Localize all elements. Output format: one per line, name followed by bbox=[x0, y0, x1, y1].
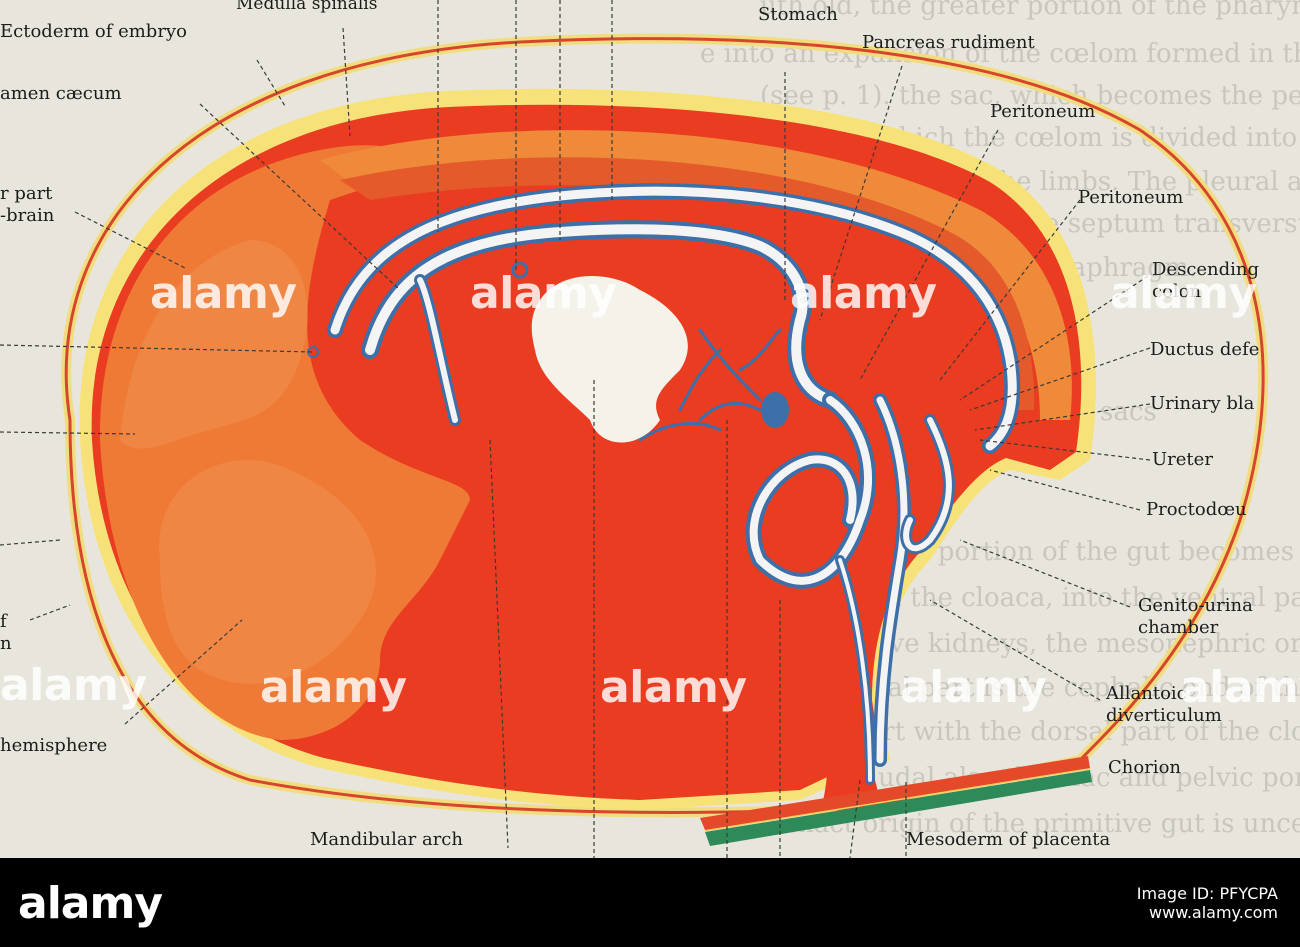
label-urinary-bladder: Urinary bla bbox=[1150, 393, 1255, 414]
chorion-envelope bbox=[61, 33, 1269, 818]
label-proctodaeum: Proctodœu bbox=[1146, 499, 1247, 520]
watermark: alamy bbox=[790, 268, 937, 319]
label-mandibular-arch: Mandibular arch bbox=[310, 829, 463, 850]
label-allantoic-2: diverticulum bbox=[1106, 705, 1222, 726]
watermark: alamy bbox=[150, 268, 297, 319]
label-cerebral-hemisphere-part2: n bbox=[0, 633, 12, 654]
site-url: www.alamy.com bbox=[1149, 903, 1278, 922]
label-genito-urinary-1: Genito-urina bbox=[1138, 595, 1253, 616]
watermark: alamy bbox=[1110, 268, 1257, 319]
svg-text:sacs: sacs bbox=[1100, 397, 1157, 427]
embryo-body bbox=[79, 88, 1096, 812]
label-pancreas-rudiment: Pancreas rudiment bbox=[862, 32, 1035, 53]
label-genito-urinary-2: chamber bbox=[1138, 617, 1219, 638]
gut-tube bbox=[307, 183, 1021, 785]
label-hind-brain-part: r part bbox=[0, 183, 53, 204]
watermark: alamy bbox=[470, 268, 617, 319]
label-peritoneum-2: Peritoneum bbox=[1078, 187, 1184, 208]
label-peritoneum-1: Peritoneum bbox=[990, 101, 1096, 122]
footer-bar: alamy Image ID: PFYCPA www.alamy.com bbox=[0, 858, 1300, 947]
label-ductus-deferens: Ductus defe bbox=[1150, 339, 1260, 360]
label-descending-colon-2: colon bbox=[1152, 281, 1202, 302]
label-stomach: Stomach bbox=[758, 4, 838, 25]
label-allantoic-1: Allantoic bbox=[1106, 683, 1187, 704]
label-descending-colon-1: Descending bbox=[1152, 259, 1260, 280]
label-ureter: Ureter bbox=[1152, 449, 1213, 470]
illustration-plate: uth old, the greater portion of the phar… bbox=[0, 0, 1300, 858]
placenta bbox=[700, 756, 1092, 846]
label-medulla-spinalis: Medulla spinalis bbox=[236, 0, 378, 14]
footer-logo: alamy bbox=[18, 878, 163, 929]
watermark: alamy bbox=[0, 660, 147, 711]
image-id: Image ID: PFYCPA bbox=[1136, 884, 1278, 903]
label-foramen-caecum: amen cæcum bbox=[0, 83, 122, 104]
label-ectoderm-of-embryo: Ectoderm of embryo bbox=[0, 21, 187, 42]
leader-lines bbox=[0, 0, 1151, 858]
label-hind-brain: -brain bbox=[0, 205, 55, 226]
watermark: alamy bbox=[260, 662, 407, 713]
label-mesoderm-of-placenta: Mesoderm of placenta bbox=[906, 829, 1111, 850]
embryo-sagittal-diagram bbox=[0, 0, 1269, 858]
watermark: alamy bbox=[600, 662, 747, 713]
footer-info: Image ID: PFYCPA www.alamy.com bbox=[1137, 884, 1278, 922]
label-hemisphere: hemisphere bbox=[0, 735, 108, 756]
label-chorion: Chorion bbox=[1108, 757, 1181, 778]
watermark: alamy bbox=[900, 662, 1047, 713]
svg-text:uth old, the greater portion o: uth old, the greater portion of the phar… bbox=[760, 0, 1300, 21]
watermark: alamy bbox=[1180, 662, 1300, 713]
label-cerebral-hemisphere-part: f bbox=[0, 611, 7, 632]
